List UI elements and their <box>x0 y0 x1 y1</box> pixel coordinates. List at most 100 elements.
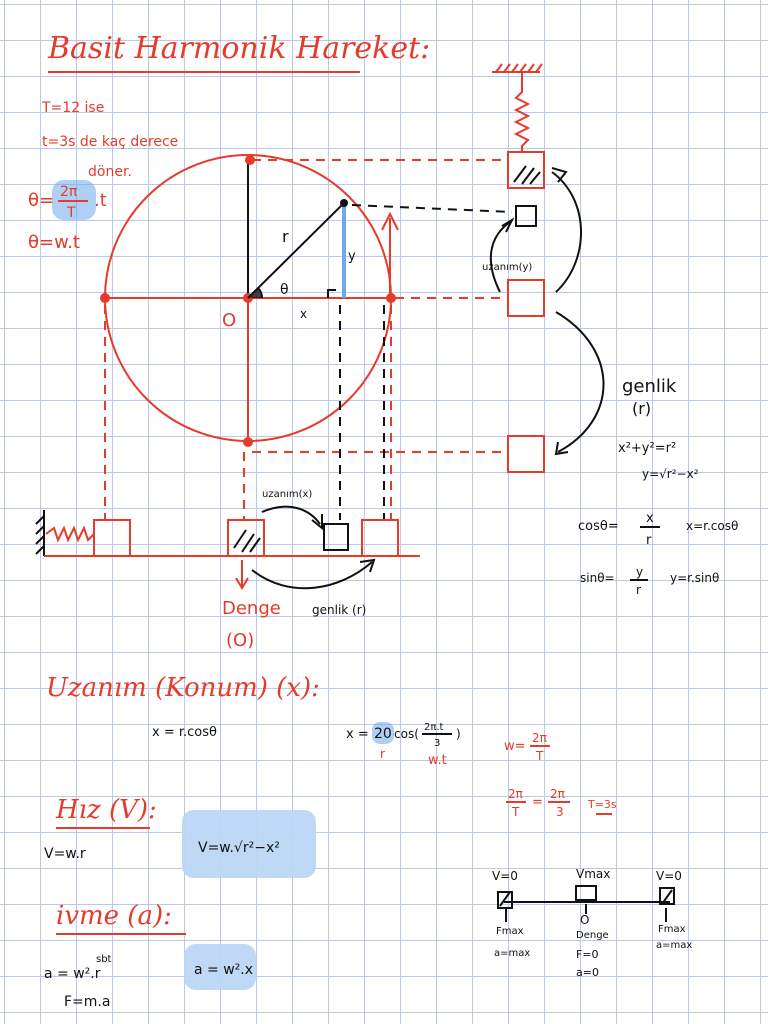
uzanim-eq-2-rest: cos( <box>394 727 419 741</box>
top-amplitude-arrow <box>551 171 582 293</box>
problem-line-2: t=3s de kaç derece <box>42 134 178 150</box>
genlik-label: genlik <box>622 376 677 397</box>
ivme-heading: ivme (a): <box>56 901 172 931</box>
uzanim-y-label: uzanım(y) <box>482 262 532 273</box>
axis-left-b2: a=max <box>494 948 530 959</box>
axis-right-b1: Fmax <box>658 924 686 935</box>
uzanim-eq-2-frac-den: 3 <box>434 738 440 749</box>
genlik-bottom-arrow <box>251 561 373 590</box>
axis-right-b2: a=max <box>656 940 692 951</box>
cos-x-eq: x=r.cosθ <box>686 519 738 533</box>
uzanim-x-arrow-head <box>311 514 323 531</box>
theta-eq-num: 2π <box>60 184 78 200</box>
ceiling-hatch <box>495 63 543 73</box>
axis-right-top: V=0 <box>656 869 682 883</box>
genlik-bottom-arrow-head <box>359 558 376 573</box>
denge-arrow-head <box>235 577 249 590</box>
sin-y-eq: y=r.sinθ <box>670 571 719 585</box>
cos-num: x <box>646 511 654 526</box>
mass-bottom <box>507 435 545 473</box>
w-num: 2π <box>532 731 547 745</box>
uzanim-x-label: uzanım(x) <box>262 489 312 500</box>
point-projection <box>351 204 513 213</box>
axis-mass-hatch <box>499 889 673 907</box>
mass-right <box>361 519 399 557</box>
radius-label: r <box>282 227 289 246</box>
w2-num-r: 2π <box>550 787 565 801</box>
axis-mid-b4: a=0 <box>576 966 599 979</box>
theta-eq-rhs: .t <box>94 190 107 211</box>
ivme-eq-1: a = w².r <box>44 966 101 982</box>
theta-eq-2: θ=w.t <box>28 232 80 253</box>
uzanim-y-arrow-head <box>501 217 515 233</box>
mass-current <box>515 205 537 227</box>
page-title: Basit Harmonik Hareket: <box>47 31 430 66</box>
cos-def: cosθ= <box>578 519 619 534</box>
left-point <box>100 293 110 303</box>
w2-den-l: T <box>511 805 520 819</box>
uzanim-eq-2-close: ) <box>456 727 461 741</box>
hiz-heading: Hız (V): <box>55 795 157 825</box>
sin-den: r <box>636 583 641 597</box>
mass-top-hatch <box>513 165 541 185</box>
bottom-amplitude-arrow-head <box>554 441 569 456</box>
mass-top <box>507 151 545 189</box>
amp-r-mark: r <box>380 747 385 761</box>
pythagoras: x²+y²=r² <box>618 441 676 456</box>
ivme-eq-3: a = w².x <box>194 962 253 978</box>
ivme-eq-highlight <box>184 944 256 990</box>
axis-mid-b1: O <box>580 913 589 927</box>
uzanim-eq-1: x = r.cosθ <box>152 725 217 740</box>
cos-den: r <box>646 533 652 548</box>
uzanim-x-arrow <box>261 505 321 525</box>
theta-eq-lhs: θ= <box>28 190 54 211</box>
w2-den-r: 3 <box>556 805 564 819</box>
sin-num: y <box>636 565 643 579</box>
hiz-eq-highlight <box>182 810 316 878</box>
ivme-sbt: sbt <box>96 954 112 965</box>
ivme-eq-2: F=m.a <box>64 994 110 1010</box>
genlik-r-label: (r) <box>632 399 651 418</box>
problem-line-1: T=12 ise <box>41 100 104 116</box>
y-label: y <box>348 249 356 264</box>
uzanim-eq-2-frac-num: 2π.t <box>424 722 444 733</box>
axis-left-top: V=0 <box>492 869 518 883</box>
w2-num-l: 2π <box>508 787 523 801</box>
y-from-x: y=√r²−x² <box>642 467 699 481</box>
highlight-amplitude <box>372 722 394 744</box>
theta-arc <box>257 287 264 299</box>
horizontal-spring <box>45 525 95 543</box>
period-value: T=3s <box>587 798 617 811</box>
axis-mass-mid <box>575 885 597 901</box>
radius-line <box>247 202 345 299</box>
uzanim-eq-2-pre: x = <box>346 727 369 742</box>
left-wall-hatch <box>35 515 45 555</box>
right-angle-mark <box>327 289 336 298</box>
w-den: T <box>535 749 544 763</box>
w2-eq: = <box>532 795 543 810</box>
theta-eq-den: T <box>66 205 76 221</box>
axis-mid-b3: F=0 <box>576 948 599 961</box>
w-lhs: w= <box>504 739 526 754</box>
axis-mid-top: Vmax <box>576 867 610 881</box>
theta-label: θ <box>280 282 289 298</box>
hiz-eq-1: V=w.r <box>44 846 86 862</box>
center-label: O <box>222 310 236 331</box>
axis-left-b1: Fmax <box>496 926 524 937</box>
axis-mid-b2: Denge <box>576 930 609 941</box>
uzanim-eq-2-amp: 20 <box>374 726 392 742</box>
denge-label: Denge <box>222 598 281 619</box>
wt-mark: w.t <box>428 753 447 768</box>
top-amplitude-arrow-head <box>551 167 568 183</box>
velocity-arrow-head <box>381 211 399 231</box>
uzanim-heading: Uzanım (Konum) (x): <box>46 673 320 703</box>
axis-mass-right <box>659 887 675 905</box>
hiz-eq-2: V=w.√r²−x² <box>198 840 280 856</box>
top-point <box>245 155 255 165</box>
bottom-amplitude-arrow <box>555 311 605 453</box>
right-point <box>386 293 396 303</box>
sin-def: sinθ= <box>580 571 615 585</box>
bottom-point <box>243 437 253 447</box>
